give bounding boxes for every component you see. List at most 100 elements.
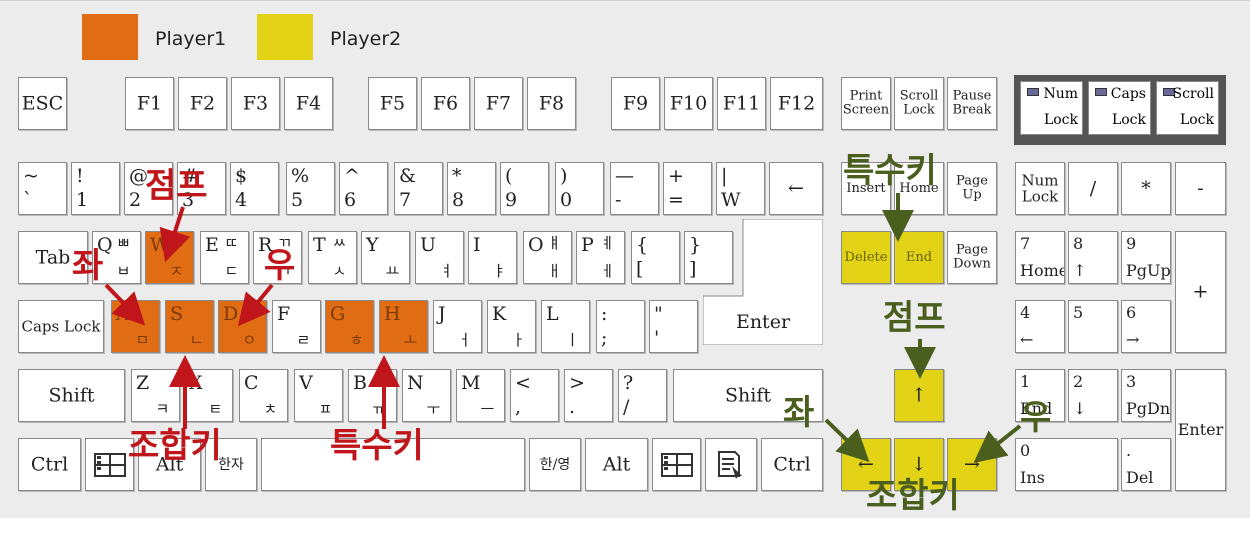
key-right-bracket[interactable]: }] bbox=[684, 231, 733, 284]
key-numpad-8[interactable]: 8↑ bbox=[1068, 231, 1118, 284]
key-0[interactable]: )0 bbox=[555, 162, 604, 215]
arrow-left-green bbox=[824, 418, 870, 463]
key-numpad-decimal[interactable]: .Del bbox=[1121, 438, 1171, 491]
key-3[interactable]: #3 bbox=[177, 162, 226, 215]
key-shift-right[interactable]: Shift bbox=[673, 369, 823, 422]
key-numpad-4[interactable]: 4← bbox=[1015, 300, 1065, 353]
key-enter[interactable]: Enter bbox=[735, 311, 791, 333]
key-space[interactable] bbox=[261, 438, 525, 491]
key-left-bracket[interactable]: {[ bbox=[631, 231, 680, 284]
key-numpad-2[interactable]: 2↓ bbox=[1068, 369, 1118, 422]
key-numpad-add[interactable]: + bbox=[1175, 231, 1226, 353]
key-page-up[interactable]: Page Up bbox=[947, 162, 997, 215]
key-6[interactable]: ^6 bbox=[339, 162, 388, 215]
key-won[interactable]: |W bbox=[716, 162, 765, 215]
key-7[interactable]: &7 bbox=[394, 162, 443, 215]
key-label: T bbox=[313, 234, 326, 256]
key-scroll-lock[interactable]: Scroll Lock bbox=[894, 77, 944, 130]
key-numpad-multiply[interactable]: * bbox=[1121, 162, 1171, 215]
key-label: Caps Lock bbox=[21, 317, 101, 335]
key-hanja[interactable]: 한자 bbox=[205, 438, 257, 491]
key-f4[interactable]: F4 bbox=[284, 77, 333, 130]
key-label: F12 bbox=[777, 92, 816, 114]
key-f9[interactable]: F9 bbox=[611, 77, 660, 130]
key-print-screen[interactable]: Print Screen bbox=[841, 77, 891, 130]
key-numpad-enter[interactable]: Enter bbox=[1175, 369, 1226, 491]
key-minus[interactable]: —- bbox=[610, 162, 659, 215]
key-f10[interactable]: F10 bbox=[664, 77, 713, 130]
key-label: ] bbox=[689, 258, 697, 280]
key-f2[interactable]: F2 bbox=[178, 77, 227, 130]
key-shift-left[interactable]: Shift bbox=[18, 369, 125, 422]
key-windows-right[interactable] bbox=[652, 438, 701, 491]
key-ctrl-left[interactable]: Ctrl bbox=[18, 438, 81, 491]
key-4[interactable]: $4 bbox=[230, 162, 279, 215]
key-numpad-divide[interactable]: / bbox=[1068, 162, 1118, 215]
key-caps-lock[interactable]: Caps Lock bbox=[18, 300, 104, 353]
key-numpad-6[interactable]: 6→ bbox=[1121, 300, 1171, 353]
key-f11[interactable]: F11 bbox=[717, 77, 766, 130]
key-period[interactable]: >. bbox=[564, 369, 613, 422]
key-f5[interactable]: F5 bbox=[368, 77, 417, 130]
key-alt-left[interactable]: Alt bbox=[138, 438, 201, 491]
key-f7[interactable]: F7 bbox=[474, 77, 523, 130]
key-backtick[interactable]: ~` bbox=[18, 162, 67, 215]
key-menu[interactable] bbox=[705, 438, 757, 491]
key-alt-right[interactable]: Alt bbox=[585, 438, 648, 491]
key-f3[interactable]: F3 bbox=[231, 77, 280, 130]
key-esc[interactable]: ESC bbox=[18, 77, 67, 130]
key-ctrl-right[interactable]: Ctrl bbox=[761, 438, 823, 491]
key-home[interactable]: Home bbox=[894, 162, 944, 215]
key-f12[interactable]: F12 bbox=[770, 77, 823, 130]
key-comma[interactable]: <, bbox=[510, 369, 559, 422]
key-backspace[interactable]: ← bbox=[769, 162, 823, 215]
key-semicolon[interactable]: :; bbox=[596, 300, 645, 353]
key-f8[interactable]: F8 bbox=[527, 77, 576, 130]
key-5[interactable]: %5 bbox=[286, 162, 335, 215]
key-9[interactable]: (9 bbox=[500, 162, 549, 215]
key-han-yeong[interactable]: 한/영 bbox=[529, 438, 581, 491]
key-page-down[interactable]: Page Down bbox=[947, 231, 997, 284]
key-windows-left[interactable] bbox=[85, 438, 134, 491]
key-numpad-5[interactable]: 5 bbox=[1068, 300, 1118, 353]
key-1[interactable]: !1 bbox=[71, 162, 120, 215]
key-equals[interactable]: += bbox=[663, 162, 712, 215]
key-f1[interactable]: F1 bbox=[125, 77, 174, 130]
key-pause-break[interactable]: Pause Break bbox=[947, 77, 997, 130]
key-f6[interactable]: F6 bbox=[421, 77, 470, 130]
key-arrow-down[interactable]: ↓ bbox=[894, 438, 944, 491]
key-quote[interactable]: "' bbox=[649, 300, 698, 353]
key-numpad-subtract[interactable]: - bbox=[1175, 162, 1226, 215]
key-tab[interactable]: Tab bbox=[18, 231, 88, 284]
key-2[interactable]: @2 bbox=[124, 162, 173, 215]
key-num-lock[interactable]: Num Lock bbox=[1015, 162, 1065, 215]
key-insert[interactable]: Insert bbox=[841, 162, 891, 215]
key-slash[interactable]: ?/ bbox=[618, 369, 667, 422]
key-8[interactable]: *8 bbox=[447, 162, 496, 215]
